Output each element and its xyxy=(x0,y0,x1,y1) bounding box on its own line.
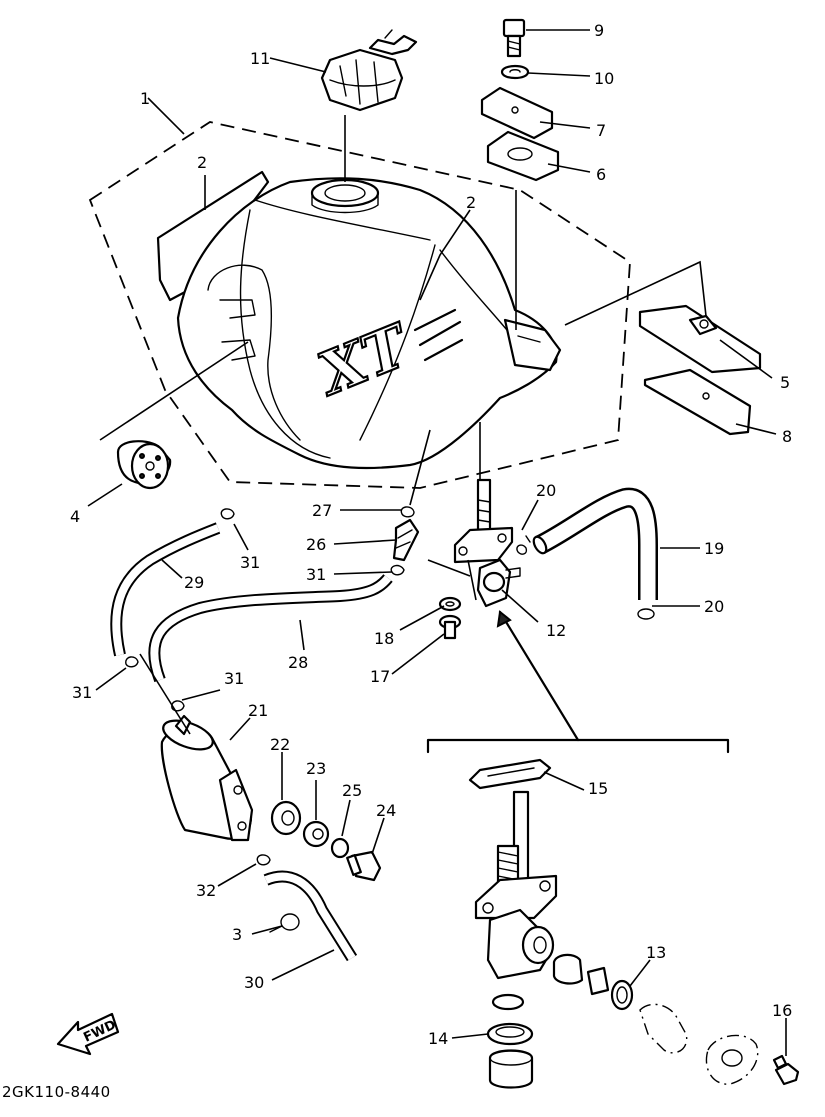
callout-6: 6 xyxy=(596,165,606,184)
washer-18 xyxy=(438,596,462,612)
fuel-cock-detail xyxy=(474,790,558,980)
clip-32 xyxy=(256,854,271,866)
callout-20-upper: 20 xyxy=(536,481,556,500)
detail-pointer-arrow xyxy=(496,610,512,628)
callout-23: 23 xyxy=(306,759,326,778)
screw-16 xyxy=(772,1054,800,1086)
damper-4 xyxy=(116,440,172,490)
tank-assembly-boundary xyxy=(88,121,631,489)
bracket-plate-7 xyxy=(480,86,554,140)
callout-27: 27 xyxy=(312,501,332,520)
callout-15: 15 xyxy=(588,779,608,798)
callout-30: 30 xyxy=(244,973,264,992)
callout-8: 8 xyxy=(782,427,792,446)
fuel-cock-12 xyxy=(453,478,521,608)
callout-9: 9 xyxy=(594,21,604,40)
callout-10: 10 xyxy=(594,69,614,88)
callout-12: 12 xyxy=(546,621,566,640)
fuel-tank xyxy=(156,170,562,470)
callout-28: 28 xyxy=(288,653,308,672)
callout-2-left: 2 xyxy=(197,153,207,172)
fuel-hose-19 xyxy=(532,487,658,600)
breather-hose-29 xyxy=(110,522,221,657)
callout-31-left: 31 xyxy=(72,683,92,702)
detail-pointer-line xyxy=(498,610,580,742)
callout-3: 3 xyxy=(232,925,242,944)
plate-16-area xyxy=(705,1034,759,1085)
callout-25: 25 xyxy=(342,781,362,800)
drawing-code: 2GK110-8440 xyxy=(2,1083,111,1101)
clip-20-upper xyxy=(516,535,531,555)
seal-14 xyxy=(486,993,534,1089)
damper-6 xyxy=(486,130,560,182)
callout-21: 21 xyxy=(248,701,268,720)
hose-joint-26 xyxy=(392,518,420,562)
fuel-cap xyxy=(320,29,418,112)
callout-24: 24 xyxy=(376,801,396,820)
callout-14: 14 xyxy=(428,1029,448,1048)
washer-10 xyxy=(500,64,530,80)
clip-27 xyxy=(400,506,415,518)
callout-5: 5 xyxy=(780,373,790,392)
clips-31 xyxy=(125,508,405,712)
callout-2-right: 2 xyxy=(466,193,476,212)
detail-bracket xyxy=(426,738,730,754)
canister-21 xyxy=(160,714,254,842)
callout-16: 16 xyxy=(772,1001,792,1020)
callout-7: 7 xyxy=(596,121,606,140)
callout-13: 13 xyxy=(646,943,666,962)
callout-31-mid: 31 xyxy=(224,669,244,688)
drain-hose-30 xyxy=(263,870,358,962)
valve-parts-13 xyxy=(552,953,634,1011)
bracket-8 xyxy=(643,368,752,436)
callout-20-lower: 20 xyxy=(704,597,724,616)
callout-31-joint: 31 xyxy=(306,565,326,584)
fwd-arrow: FWD xyxy=(56,1012,120,1056)
callout-1: 1 xyxy=(140,89,150,108)
callout-29: 29 xyxy=(184,573,204,592)
callout-labels: 1 2 2 3 4 5 6 7 8 9 10 11 12 13 14 15 16… xyxy=(70,21,792,1048)
clip-20-lower xyxy=(637,608,655,620)
callout-31-upper: 31 xyxy=(240,553,260,572)
callout-22: 22 xyxy=(270,735,290,754)
bolt-24 xyxy=(346,850,382,882)
clip-3 xyxy=(269,913,300,933)
tank-logo-stripes xyxy=(413,308,464,362)
leader-lines xyxy=(87,29,787,1056)
screw-17 xyxy=(438,614,462,640)
grommet-22 xyxy=(270,800,302,836)
collar-23 xyxy=(302,820,330,848)
callout-26: 26 xyxy=(306,535,326,554)
callout-18: 18 xyxy=(374,629,394,648)
callout-11: 11 xyxy=(250,49,270,68)
bracket-5 xyxy=(638,304,762,374)
valve-ghost-lever xyxy=(639,1003,688,1054)
washer-25 xyxy=(330,837,350,859)
callout-4: 4 xyxy=(70,507,80,526)
callout-19: 19 xyxy=(704,539,724,558)
gasket-15 xyxy=(468,758,552,790)
bolt-9 xyxy=(502,18,526,58)
callout-17: 17 xyxy=(370,667,390,686)
callout-32: 32 xyxy=(196,881,216,900)
hose-28 xyxy=(148,574,393,683)
